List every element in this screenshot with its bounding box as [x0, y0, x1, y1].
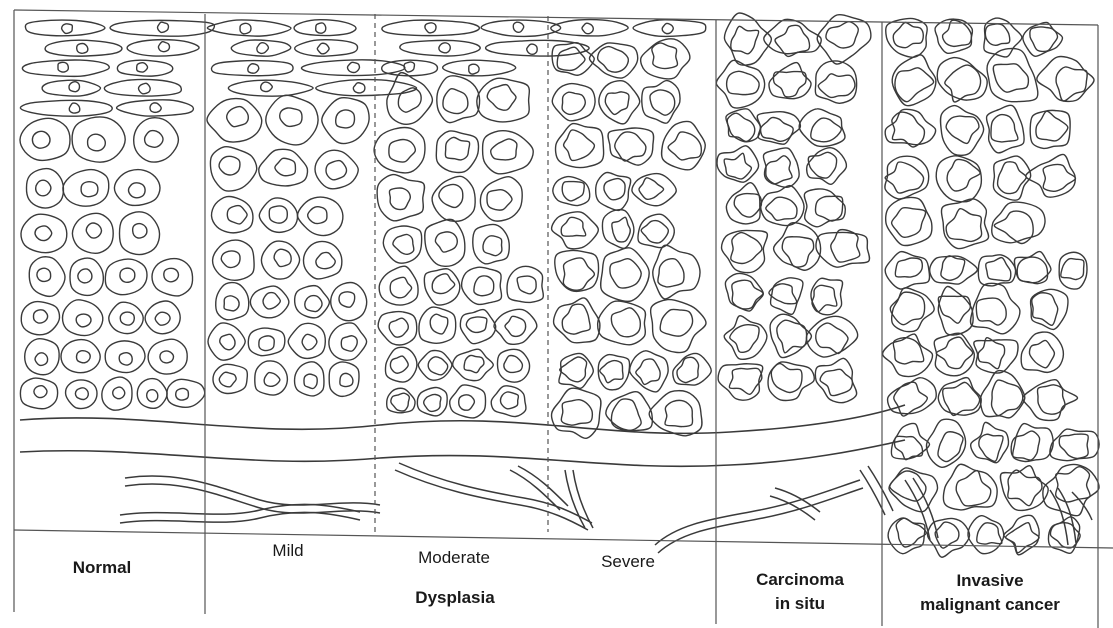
label-invasive: Invasive: [956, 571, 1023, 590]
label-carcinoma: Carcinoma: [756, 570, 844, 589]
label-normal: Normal: [73, 558, 132, 577]
label-malignant-cancer: malignant cancer: [920, 595, 1060, 614]
label-severe: Severe: [601, 552, 655, 571]
label-mild: Mild: [272, 541, 303, 560]
label-moderate: Moderate: [418, 548, 490, 567]
label-dysplasia: Dysplasia: [415, 588, 495, 607]
label-in-situ: in situ: [775, 594, 825, 613]
